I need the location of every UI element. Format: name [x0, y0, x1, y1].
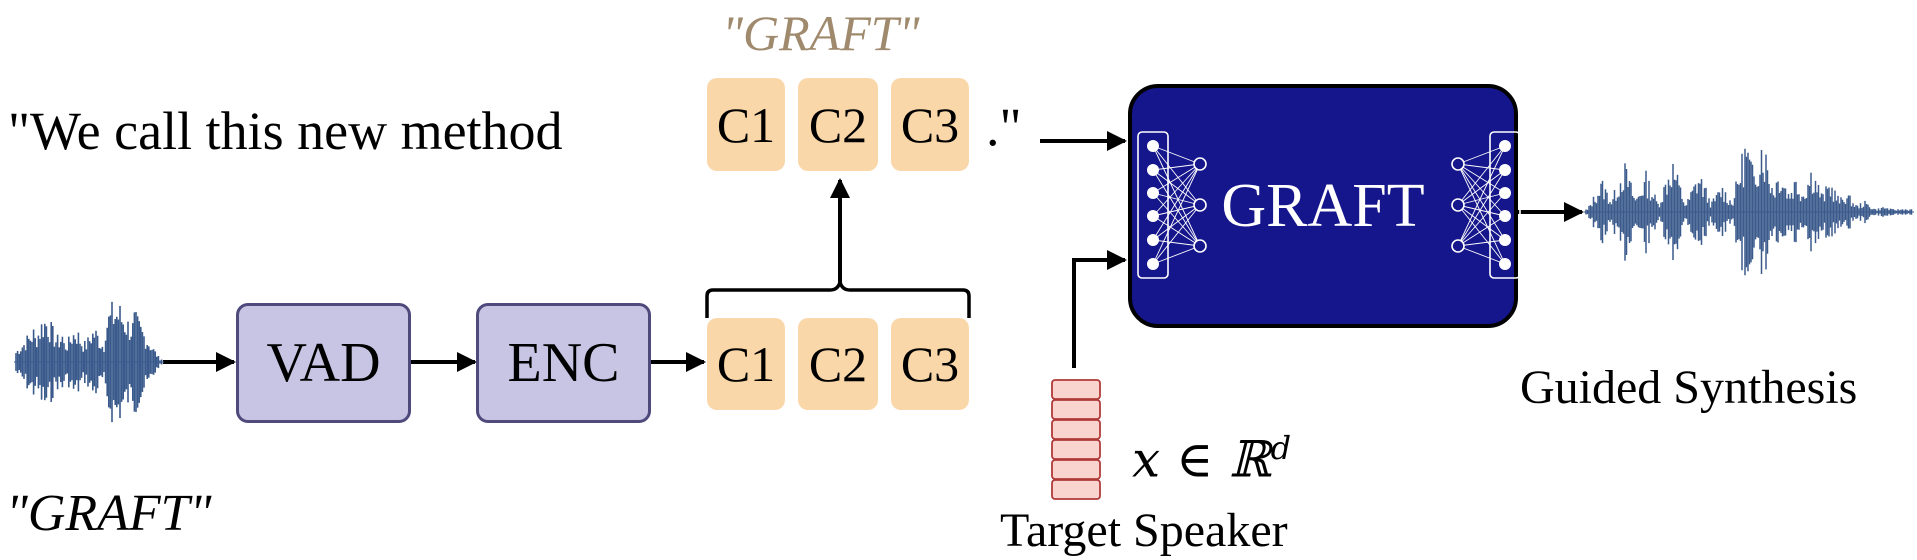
transcript-token-c3: C3 [891, 78, 969, 171]
speaker-embedding-icon [1051, 379, 1101, 500]
graft-model-label: GRAFT [1221, 172, 1425, 240]
neural-net-icon-right [1451, 131, 1521, 279]
speaker-formula-main: x ∈ ℝ [1132, 430, 1271, 489]
pipeline-token-c2: C2 [798, 318, 878, 410]
output-caption: Guided Synthesis [1520, 361, 1858, 414]
enc-module: ENC [476, 303, 651, 423]
neural-net-icon-left [1137, 131, 1207, 279]
pipeline-token-c3: C3 [891, 318, 969, 410]
speaker-formula-sup: d [1270, 429, 1292, 467]
output-waveform [1584, 148, 1914, 276]
transcript-suffix: ." [986, 97, 1022, 157]
pipeline-token-c1: C1 [707, 318, 785, 410]
codes-brace [705, 281, 971, 318]
transcript-highlight-label: "GRAFT" [722, 5, 920, 61]
input-label: "GRAFT" [6, 485, 212, 542]
transcript-token-c2: C2 [798, 78, 878, 171]
transcript-prefix: "We call this new method [8, 101, 563, 161]
vad-module: VAD [236, 303, 411, 423]
speaker-formula: x ∈ ℝd [1132, 432, 1291, 485]
arrow-speaker-to-graft [1072, 250, 1127, 368]
speaker-caption: Target Speaker [1000, 504, 1288, 557]
input-waveform [14, 301, 164, 423]
transcript-token-c1: C1 [707, 78, 785, 171]
